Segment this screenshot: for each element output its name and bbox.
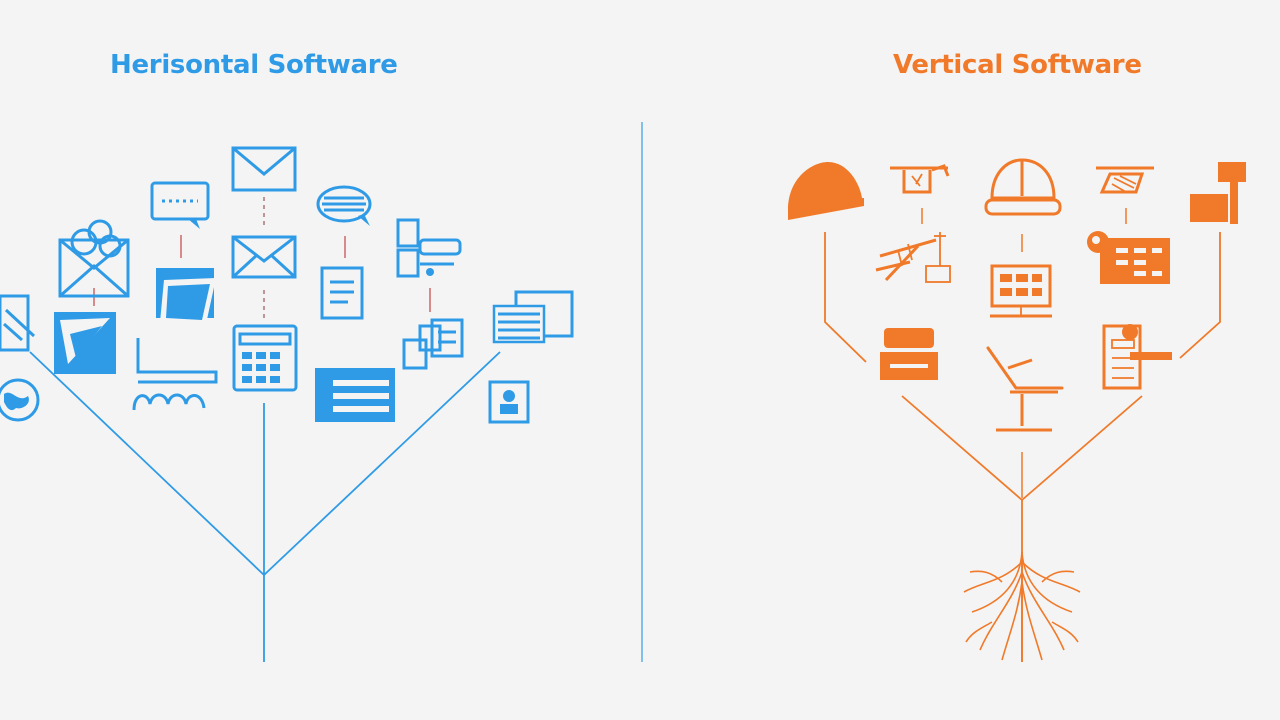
device-icon — [396, 218, 462, 278]
windows-icon — [492, 290, 574, 344]
network-icon — [132, 338, 218, 411]
dental-chair-icon — [986, 346, 1064, 432]
list-card-icon — [315, 368, 395, 422]
sign-icon — [1190, 162, 1246, 224]
clinic-icon — [1096, 166, 1154, 194]
chat-bubble-icon — [316, 185, 372, 226]
horizontal-software-title: Herisontal Software — [110, 50, 398, 80]
calendar-icon — [1087, 231, 1170, 284]
hard-hat-icon — [984, 158, 1062, 216]
machine-icon — [880, 328, 938, 380]
vertical-software-title: Vertical Software — [893, 50, 1142, 80]
horizontal-branches — [29, 197, 501, 662]
spreadsheet-icon — [54, 312, 116, 374]
monitor-icon — [990, 264, 1052, 318]
calculator-icon — [232, 324, 298, 392]
device-icon — [402, 318, 464, 370]
chat-window-icon — [150, 181, 210, 229]
mail-group-icon — [58, 219, 130, 298]
construction-crane-icon — [875, 232, 951, 283]
records-icon — [1102, 324, 1172, 390]
envelope-icon — [231, 146, 297, 192]
roots-icon — [963, 551, 1081, 662]
contact-card-icon — [488, 380, 530, 424]
envelope-icon — [231, 235, 297, 279]
hard-hat-icon — [788, 162, 864, 220]
document-icon — [320, 266, 364, 320]
microscope-icon — [890, 164, 950, 194]
folder-icon — [156, 268, 216, 324]
globe-icon — [0, 378, 40, 422]
checklist-icon — [0, 294, 36, 352]
